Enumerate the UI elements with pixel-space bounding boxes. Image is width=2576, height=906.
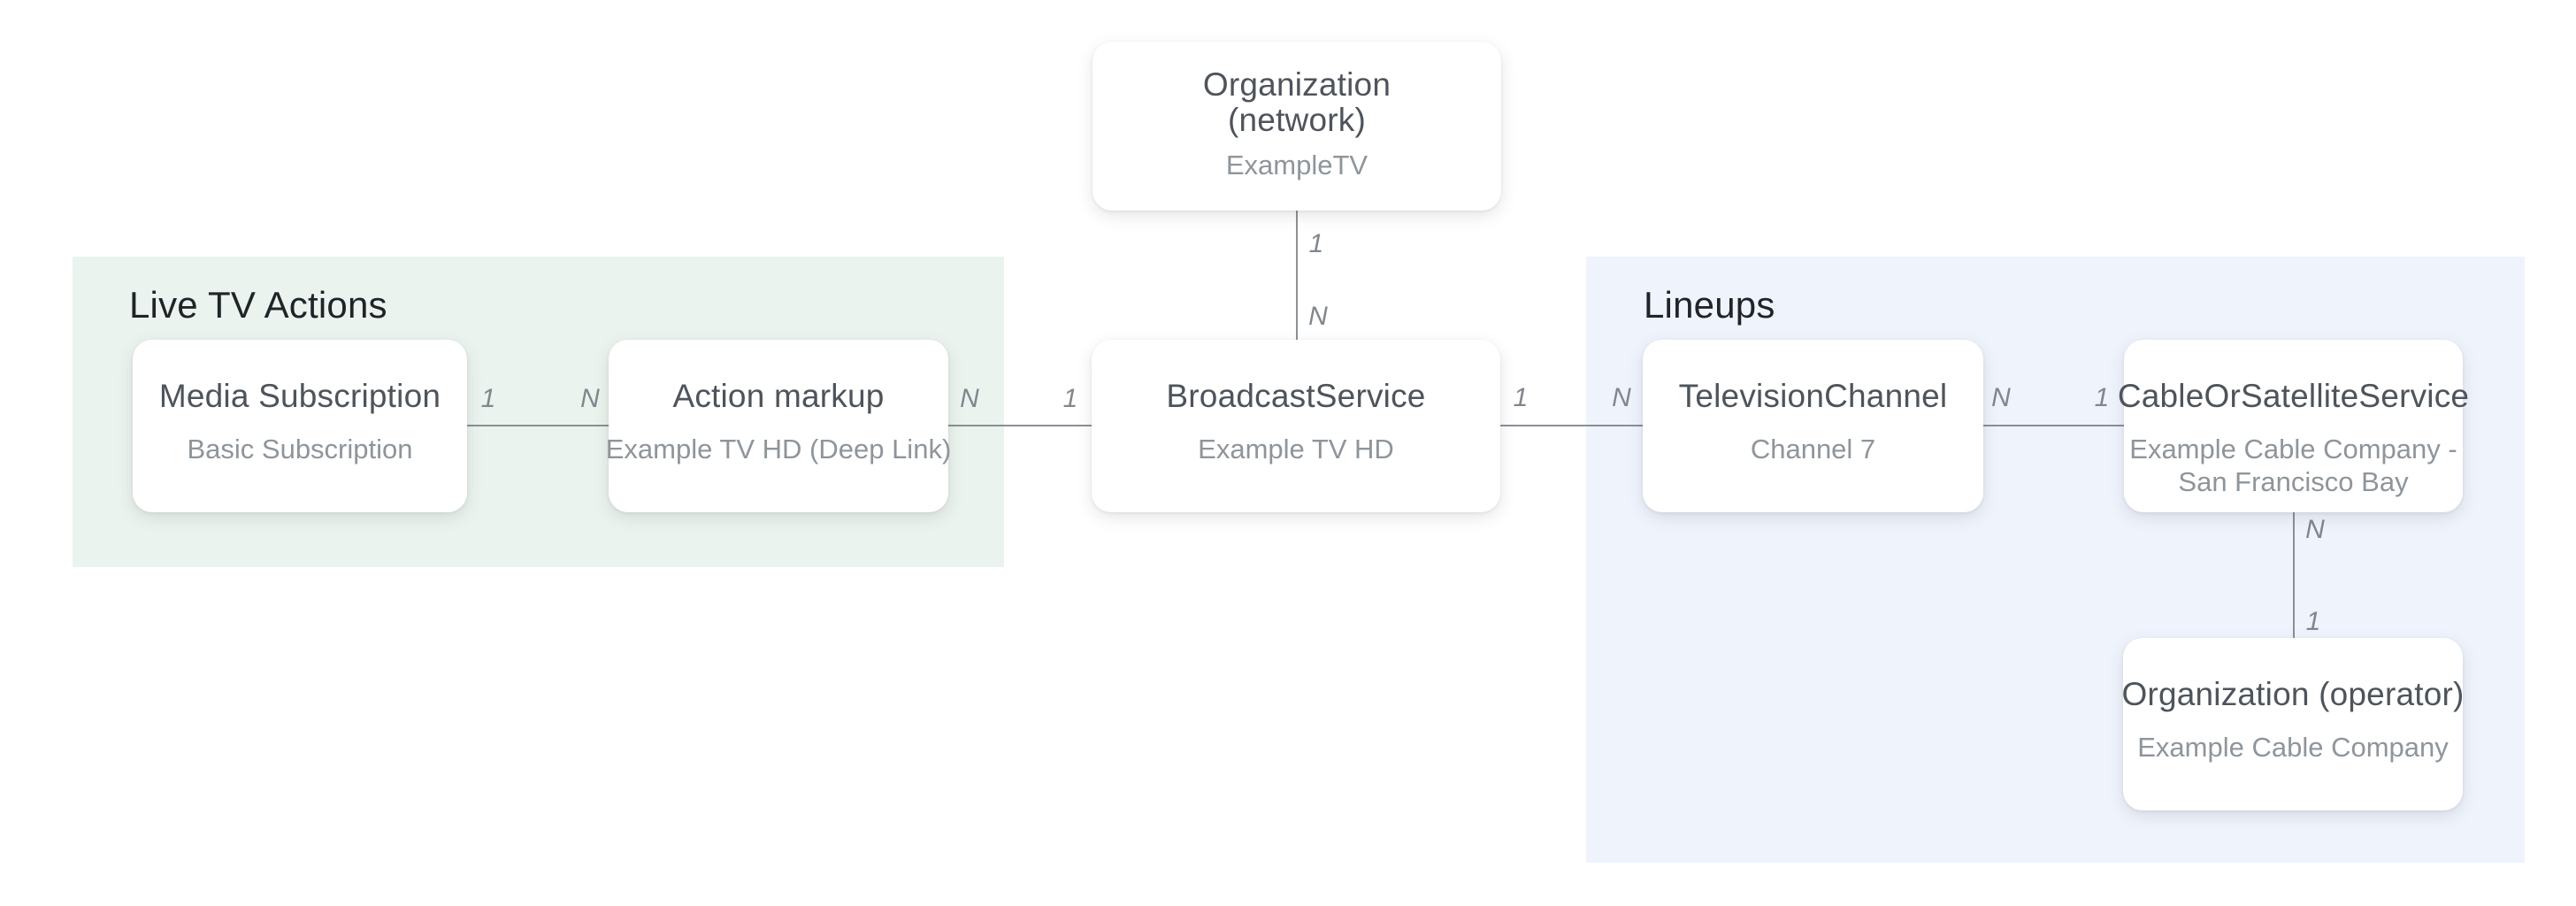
node-cable-or-satellite-service: CableOrSatelliteService Example Cable Co… xyxy=(2118,340,2469,512)
cardinality-label: 1 xyxy=(480,384,496,413)
node-organization-operator: Organization (operator) Example Cable Co… xyxy=(2121,638,2465,810)
node-subtitle: Example TV HD xyxy=(1198,434,1394,465)
node-title: Media Subscription xyxy=(158,378,441,414)
node-subtitle-line: San Francisco Bay xyxy=(2178,466,2409,497)
node-title: Organization xyxy=(1202,66,1392,103)
node-television-channel: TelevisionChannel Channel 7 xyxy=(1643,340,1983,512)
node-subtitle: Example Cable Company - San Francisco Ba… xyxy=(2129,433,2457,498)
cardinality-label: N xyxy=(2305,515,2325,544)
node-title: Action markup xyxy=(672,378,885,414)
node-subtitle: Basic Subscription xyxy=(187,434,413,465)
node-title: CableOrSatelliteService xyxy=(2117,378,2470,414)
live-tv-actions-label: Live TV Actions xyxy=(129,284,387,326)
node-organization-network: Organization (network) ExampleTV xyxy=(1092,42,1501,211)
cardinality-label: 1 xyxy=(2305,607,2321,636)
cardinality-label: 1 xyxy=(1308,229,1324,258)
node-action-markup: Action markup Example TV HD (Deep Link) xyxy=(606,340,951,512)
connector-broadcast-to-channel-line xyxy=(1500,425,1643,426)
node-title: Organization (operator) xyxy=(2121,676,2465,712)
cardinality-label: N xyxy=(1612,383,1631,412)
node-subtitle: ExampleTV xyxy=(1225,150,1368,180)
cardinality-label: 1 xyxy=(1513,383,1529,412)
cardinality-label: N xyxy=(580,384,600,413)
cardinality-label: N xyxy=(1308,302,1328,331)
connector-network-to-broadcast-line xyxy=(1296,211,1298,340)
cardinality-label: N xyxy=(960,384,979,413)
node-title: TelevisionChannel xyxy=(1678,378,1948,414)
lineups-label: Lineups xyxy=(1644,284,1775,326)
node-title: (network) xyxy=(1228,102,1366,138)
node-title: BroadcastService xyxy=(1166,378,1426,414)
node-subtitle-line: Example Cable Company - xyxy=(2129,434,2457,465)
connector-action-to-broadcast-line xyxy=(948,425,1092,426)
connector-channel-to-cable-line xyxy=(1983,425,2124,426)
connector-media-to-action-line xyxy=(467,425,609,426)
cardinality-label: 1 xyxy=(2094,383,2110,412)
cardinality-label: 1 xyxy=(1062,384,1078,413)
node-subtitle: Example Cable Company xyxy=(2137,732,2449,763)
node-broadcast-service: BroadcastService Example TV HD xyxy=(1092,340,1500,512)
node-subtitle: Example TV HD (Deep Link) xyxy=(605,434,952,465)
cardinality-label: N xyxy=(1991,383,2011,412)
node-subtitle: Channel 7 xyxy=(1750,434,1876,465)
node-media-subscription: Media Subscription Basic Subscription xyxy=(133,340,467,512)
connector-cable-to-operator-line xyxy=(2293,512,2295,638)
